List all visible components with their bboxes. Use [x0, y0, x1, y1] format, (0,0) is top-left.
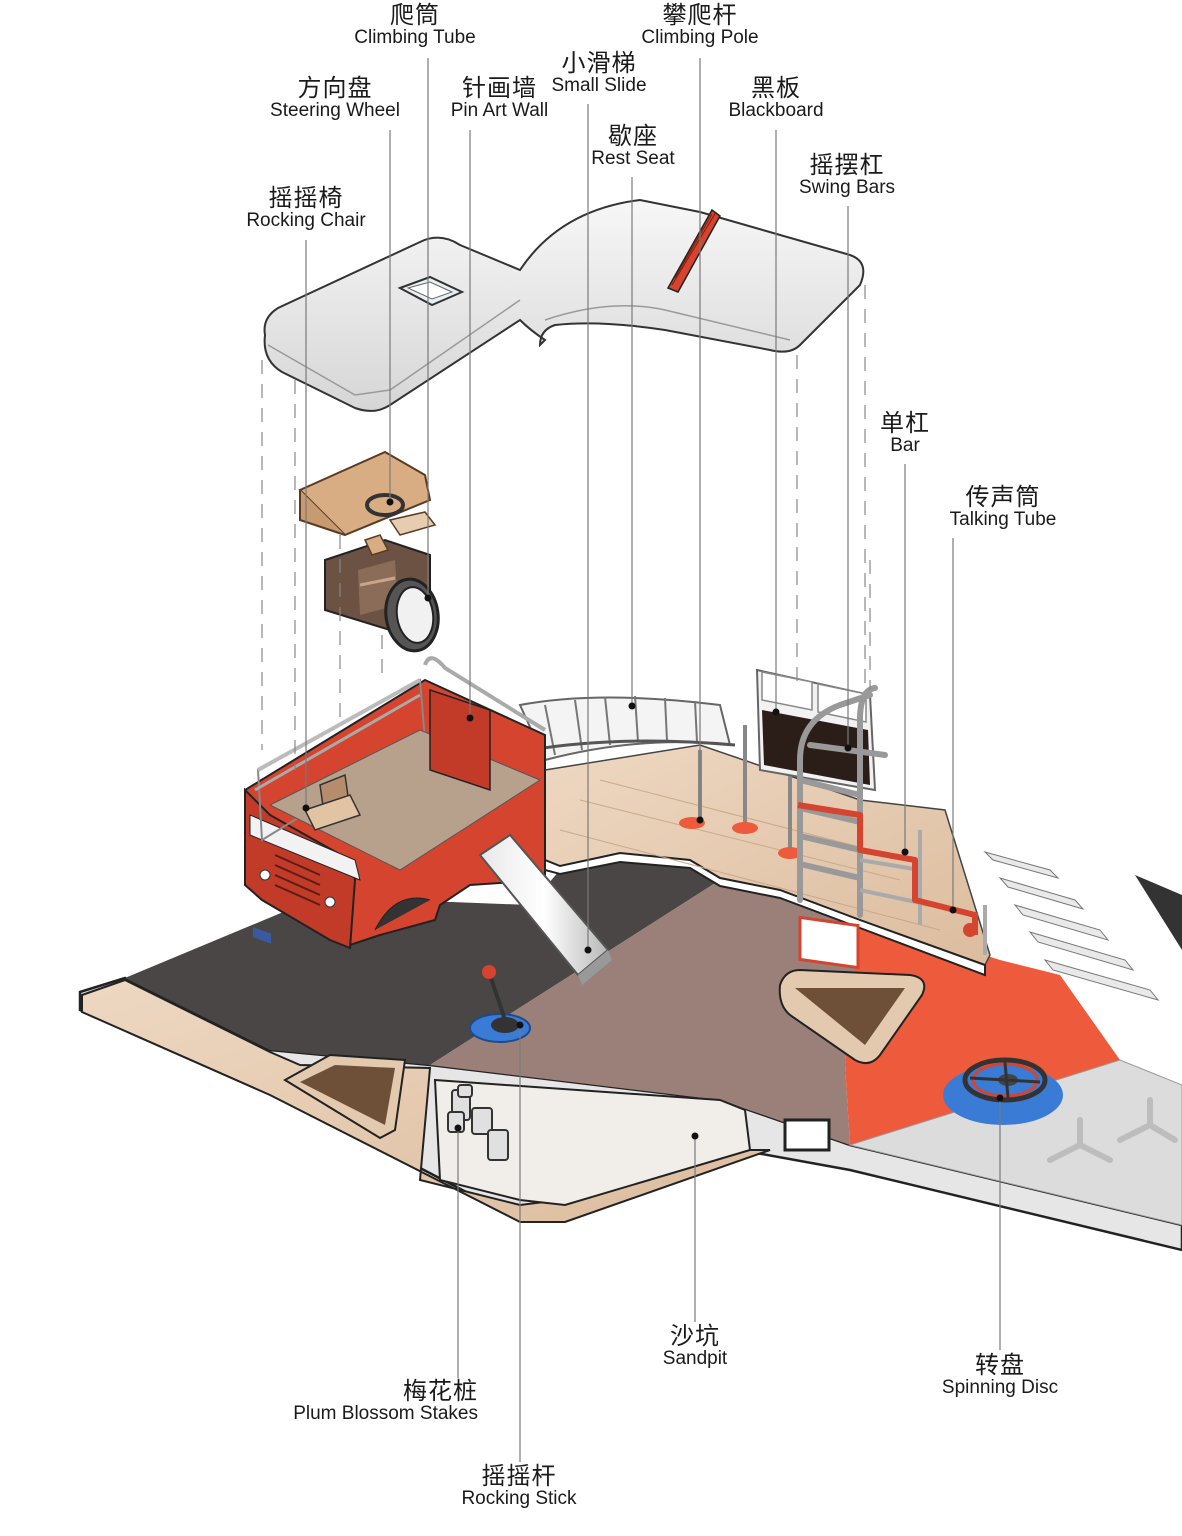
steering-wheel — [365, 493, 405, 517]
swing-bars — [797, 685, 888, 918]
label-zh: 小滑梯 — [561, 49, 637, 77]
label-steering-wheel: 方向盘 Steering Wheel — [255, 75, 415, 122]
roof-canopy — [263, 198, 865, 412]
label-swing-bars: 摇摆杠 Swing Bars — [784, 152, 910, 199]
planter-soil-triangle — [795, 988, 905, 1045]
blackboard — [755, 668, 877, 792]
projection-lines — [261, 285, 871, 770]
label-en: Sandpit — [662, 1348, 728, 1370]
label-en: Small Slide — [551, 75, 647, 97]
leader-bar-dot — [901, 848, 909, 856]
leader-plum-blossom-dot — [454, 1124, 462, 1132]
label-en: Plum Blossom Stakes — [293, 1403, 478, 1425]
leader-spinning-disc-dot — [996, 1094, 1004, 1102]
leader-small-slide-dot — [584, 946, 592, 954]
leader-climbing-pole-dot — [696, 816, 704, 824]
label-en: Pin Art Wall — [450, 100, 549, 122]
label-en: Rocking Stick — [461, 1488, 577, 1510]
label-zh: 沙坑 — [670, 1322, 720, 1350]
label-en: Bar — [890, 435, 920, 457]
roof-vent — [666, 208, 721, 293]
planter-soil-left — [300, 1065, 395, 1125]
label-en: Climbing Tube — [354, 27, 476, 49]
leader-talking-tube-dot — [949, 906, 957, 914]
label-en: Blackboard — [728, 100, 824, 122]
ground-platform — [78, 851, 1182, 1252]
sandpit-area — [433, 1078, 752, 1207]
label-climbing-pole: 攀爬杆 Climbing Pole — [620, 2, 780, 49]
label-zh: 摇摇椅 — [268, 184, 344, 212]
leader-rest-seat-dot — [628, 702, 636, 710]
leader-rocking-stick-dot — [516, 1021, 524, 1029]
label-zh: 摇摇杆 — [481, 1462, 557, 1490]
label-sandpit: 沙坑 Sandpit — [648, 1323, 742, 1370]
label-zh: 摇摆杠 — [809, 151, 885, 179]
label-en: Rest Seat — [591, 148, 675, 170]
crosswalk-stripes — [983, 851, 1160, 1001]
label-zh: 传声筒 — [965, 483, 1041, 511]
orange-surface — [845, 915, 1120, 1145]
roof-shell — [263, 198, 865, 412]
leader-rocking-chair-dot — [302, 804, 310, 812]
label-rest-seat: 歇座 Rest Seat — [576, 123, 690, 170]
label-en: Steering Wheel — [270, 100, 400, 122]
label-zh: 转盘 — [975, 1351, 1025, 1379]
label-spinning-disc: 转盘 Spinning Disc — [926, 1352, 1074, 1399]
label-en: Swing Bars — [798, 177, 896, 199]
sandpit-box — [783, 1118, 831, 1152]
leader-steering-wheel-dot — [386, 498, 394, 506]
rocking-stick — [469, 965, 531, 1043]
spinning-disc — [943, 1057, 1063, 1125]
label-zh: 攀爬杆 — [662, 1, 738, 29]
brown-floor — [430, 880, 860, 1145]
leader-pin-art-wall-dot — [466, 714, 474, 722]
label-climbing-tube: 爬筒 Climbing Tube — [340, 2, 490, 49]
label-bar: 单杠 Bar — [866, 410, 944, 457]
label-en: Talking Tube — [949, 509, 1057, 531]
label-en: Spinning Disc — [941, 1377, 1059, 1399]
cab-module — [298, 450, 440, 653]
label-talking-tube: 传声筒 Talking Tube — [935, 484, 1071, 531]
small-slide — [478, 833, 612, 985]
leader-sandpit-dot — [691, 1132, 699, 1140]
label-en: Climbing Pole — [641, 27, 759, 49]
rest-seat — [518, 695, 736, 762]
label-zh: 梅花桩 — [403, 1377, 478, 1405]
bus-grille — [274, 854, 321, 906]
leader-lines — [302, 58, 1004, 1462]
label-rocking-stick: 摇摇杆 Rocking Stick — [446, 1463, 592, 1510]
leader-swing-bars-dot — [844, 744, 852, 752]
sign-board — [798, 915, 860, 970]
leader-blackboard-dot — [772, 708, 780, 716]
paving-marks — [1047, 1097, 1178, 1163]
wooden-deck — [544, 744, 991, 977]
red-bus — [244, 656, 547, 950]
label-zh: 爬筒 — [390, 1, 440, 29]
rocking-chair — [303, 773, 362, 831]
leader-climbing-tube-dot — [424, 594, 432, 602]
label-blackboard: 黑板 Blackboard — [712, 75, 840, 122]
label-en: Rocking Chair — [246, 210, 366, 232]
label-zh: 方向盘 — [297, 74, 373, 102]
label-zh: 单杠 — [880, 409, 930, 437]
side-bench-edge — [1135, 875, 1182, 950]
label-zh: 针画墙 — [462, 74, 537, 102]
label-rocking-chair: 摇摇椅 Rocking Chair — [230, 185, 382, 232]
label-small-slide: 小滑梯 Small Slide — [534, 50, 664, 97]
label-zh: 歇座 — [608, 122, 658, 150]
label-plum-blossom-stakes: 梅花桩 Plum Blossom Stakes — [256, 1378, 478, 1425]
talking-tube — [797, 802, 978, 935]
talking-tube-end — [963, 923, 977, 937]
label-pin-art-wall: 针画墙 Pin Art Wall — [432, 75, 567, 122]
plum-blossom-stakes — [447, 1084, 509, 1161]
label-zh: 黑板 — [751, 74, 801, 102]
